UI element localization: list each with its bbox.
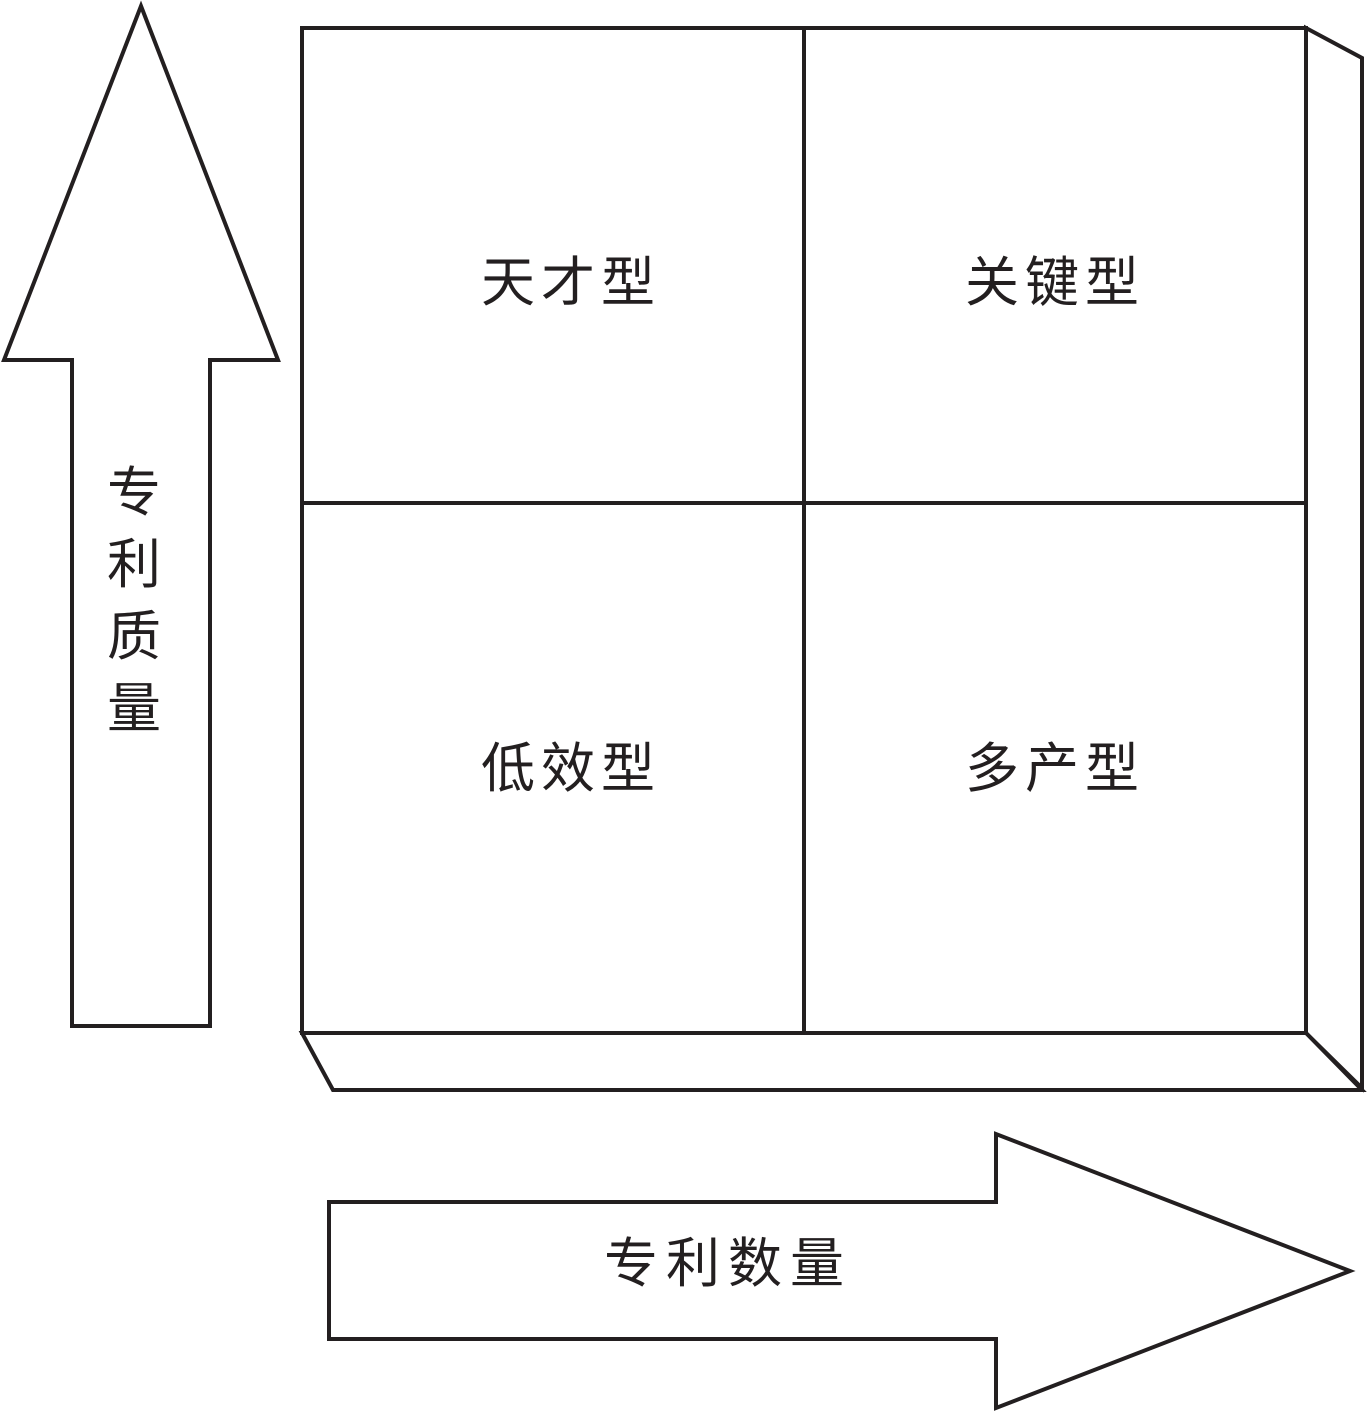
quadrant-bottom-right-label: 多产型 xyxy=(965,737,1145,800)
vertical-axis-arrow xyxy=(1,0,281,1028)
vertical-axis-label-char: 量 xyxy=(107,677,161,740)
box-side-face xyxy=(1304,24,1364,1093)
vertical-axis-label-char: 质 xyxy=(107,605,161,668)
vertical-axis-label-char: 利 xyxy=(107,533,161,596)
vertical-axis-label-char: 专 xyxy=(107,461,161,524)
horizontal-axis-label: 专利数量 xyxy=(604,1232,852,1295)
horizontal-axis-arrow xyxy=(327,1131,1356,1411)
box-bottom-face xyxy=(298,1031,1367,1092)
vertical-axis-label: 专利质量 xyxy=(107,461,161,740)
quadrant-bottom-left-label: 低效型 xyxy=(481,737,661,800)
quadrant-top-left-label: 天才型 xyxy=(481,251,661,314)
quadrant-top-right-label: 关键型 xyxy=(965,251,1145,314)
